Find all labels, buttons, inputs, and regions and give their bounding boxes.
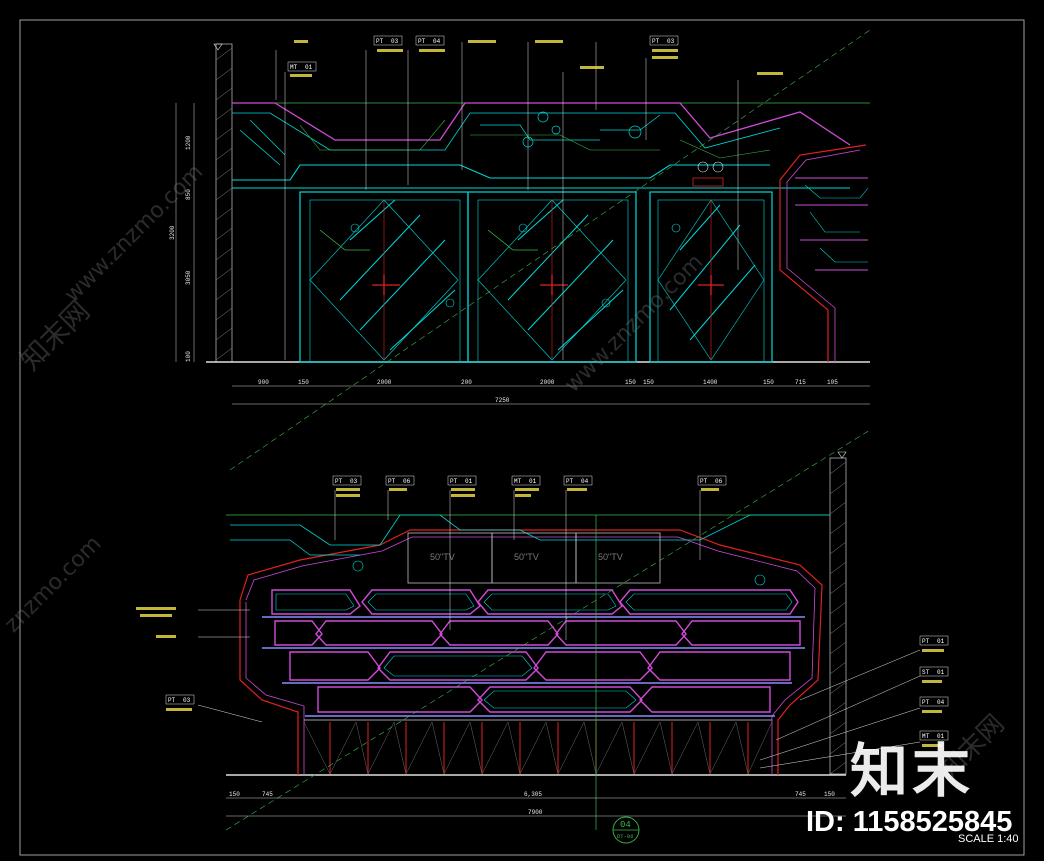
tag-num: 03 xyxy=(391,38,399,45)
dim-label: 3200 xyxy=(169,225,176,240)
dim-label: 1400 xyxy=(703,379,718,386)
tag-num: 06 xyxy=(715,478,723,485)
tag-num: 01 xyxy=(937,638,945,645)
section-number: 04 xyxy=(620,820,631,830)
tag-num: 06 xyxy=(403,478,411,485)
shelf-lines xyxy=(262,616,805,717)
tag-code: PT xyxy=(418,38,426,45)
tv-label: 50"TV xyxy=(514,552,539,562)
dim-label: 150 xyxy=(229,791,240,798)
top-dims-h: 900 150 2000 200 2000 150 150 1400 150 7… xyxy=(258,379,838,404)
wall-device xyxy=(692,161,724,187)
tag-code: PT xyxy=(450,478,458,485)
door-panel-3 xyxy=(649,191,773,363)
dim-label: 100 xyxy=(185,351,192,362)
dim-label: 150 xyxy=(625,379,636,386)
dim-label: 850 xyxy=(185,189,192,200)
tv-label: 50"TV xyxy=(430,552,455,562)
tv-row: 50"TV 50"TV 50"TV xyxy=(407,532,661,584)
dim-label: 2000 xyxy=(377,379,392,386)
tag-code: PT xyxy=(335,478,343,485)
tag-code: MT xyxy=(290,64,298,71)
tag-num: 01 xyxy=(305,64,313,71)
dim-label: 150 xyxy=(298,379,309,386)
bottom-tags-right: PT 01 ST 01 PT 04 MT 01 xyxy=(919,635,949,747)
tag-num: 03 xyxy=(350,478,358,485)
section-sheet: DT-06 xyxy=(617,833,634,840)
tag-code: MT xyxy=(514,478,522,485)
dim-total: 7900 xyxy=(528,809,543,816)
brand-logo-text: 知末 xyxy=(850,737,975,805)
ceiling-profile xyxy=(232,102,851,146)
dim-label: 150 xyxy=(763,379,774,386)
dim-label: 1200 xyxy=(185,135,192,150)
tag-code: PT xyxy=(566,478,574,485)
bottom-dims-h: 150 745 6,305 745 150 7900 xyxy=(229,791,835,816)
dim-total: 7250 xyxy=(495,397,510,404)
tag-num: 03 xyxy=(667,38,675,45)
dim-label: 105 xyxy=(827,379,838,386)
dim-label: 715 xyxy=(795,379,806,386)
tag-code: PT xyxy=(652,38,660,45)
dim-label: 745 xyxy=(795,791,806,798)
door-panel-1 xyxy=(299,191,469,363)
dim-label: 3050 xyxy=(185,270,192,285)
dim-label: 2000 xyxy=(540,379,555,386)
tag-num: 01 xyxy=(529,478,537,485)
tag-code: PT xyxy=(376,38,384,45)
tag-code: PT xyxy=(700,478,708,485)
bottom-tags-left: PT 03 xyxy=(136,607,195,711)
tag-num: 04 xyxy=(581,478,589,485)
dim-label: 745 xyxy=(262,791,273,798)
section-mark: 04 DT-06 xyxy=(612,816,640,844)
bottom-tags-top: PT 03 PT 06 PT 01 MT 01 PT 04 PT 06 xyxy=(332,475,727,497)
dim-label: 150 xyxy=(824,791,835,798)
tag-code: PT xyxy=(922,638,930,645)
cabinet-ticks xyxy=(329,722,749,774)
tag-num: 03 xyxy=(183,697,191,704)
tv-label: 50"TV xyxy=(598,552,623,562)
sheet-border xyxy=(19,19,1025,856)
dim-label: 150 xyxy=(643,379,654,386)
hex-panels xyxy=(271,589,801,713)
tag-num: 01 xyxy=(937,733,945,740)
image-id-text: ID: 1158525845 xyxy=(806,806,1013,838)
tag-num: 04 xyxy=(433,38,441,45)
door-panel-2 xyxy=(467,191,637,363)
top-dims-v: 1200 850 3050 100 3200 xyxy=(169,135,192,362)
tag-code: PT xyxy=(388,478,396,485)
wall-section-right xyxy=(829,457,847,775)
tag-code: ST xyxy=(922,669,930,676)
bottom-elevation: 50"TV 50"TV 50"TV xyxy=(136,429,949,844)
top-tags: PT 03 PT 04 PT 03 MT 01 xyxy=(287,35,783,77)
top-elevation: 900 150 2000 200 2000 150 150 1400 150 7… xyxy=(169,29,871,471)
tag-code: MT xyxy=(922,733,930,740)
dim-label: 200 xyxy=(461,379,472,386)
dim-label: 900 xyxy=(258,379,269,386)
tag-code: PT xyxy=(922,699,930,706)
tag-num: 01 xyxy=(465,478,473,485)
tag-num: 01 xyxy=(937,669,945,676)
tv-screen xyxy=(575,532,661,584)
dim-label: 6,305 xyxy=(524,791,542,798)
scale-label: SCALE 1:40 xyxy=(958,833,1019,845)
tag-num: 04 xyxy=(937,699,945,706)
tag-code: PT xyxy=(168,697,176,704)
